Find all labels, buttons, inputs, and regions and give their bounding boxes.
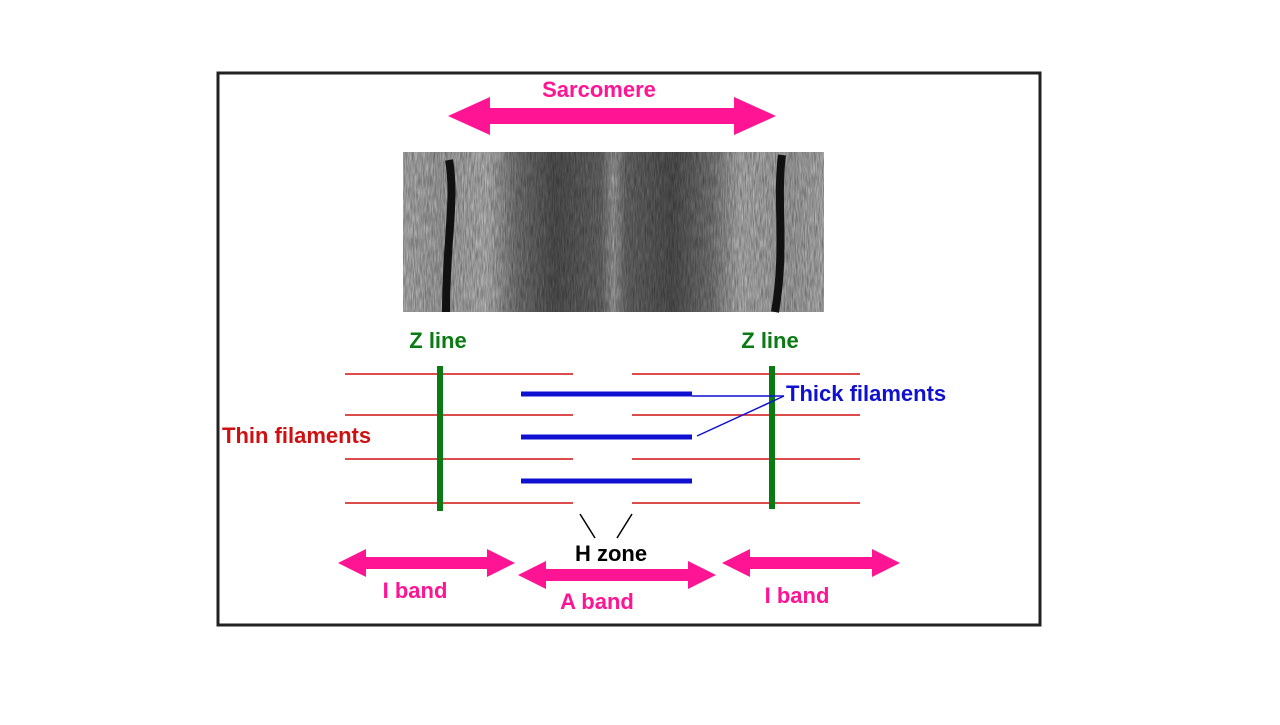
sarcomere-arrow [448, 97, 776, 135]
micrograph-z-line-right [771, 154, 786, 313]
h-zone-leaders [579, 513, 633, 539]
thick-filaments-leaders [692, 395, 785, 437]
z-line-left-label: Z line [409, 328, 466, 353]
electron-micrograph [403, 152, 824, 313]
i-band-right-label: I band [765, 583, 830, 608]
a-band-arrow [518, 561, 716, 589]
thick-filaments-label: Thick filaments [786, 381, 946, 406]
thin-filaments [345, 373, 860, 504]
thin-filaments-label: Thin filaments [222, 423, 371, 448]
micrograph-z-line-left [442, 159, 456, 313]
i-band-right-arrow [722, 549, 900, 577]
a-band-label: A band [560, 589, 634, 614]
i-band-left-arrow [338, 549, 515, 577]
z-line-right-label: Z line [741, 328, 798, 353]
h-zone-label: H zone [575, 541, 647, 566]
thick-filaments [521, 391, 692, 484]
sarcomere-label: Sarcomere [542, 77, 656, 102]
i-band-left-label: I band [383, 578, 448, 603]
